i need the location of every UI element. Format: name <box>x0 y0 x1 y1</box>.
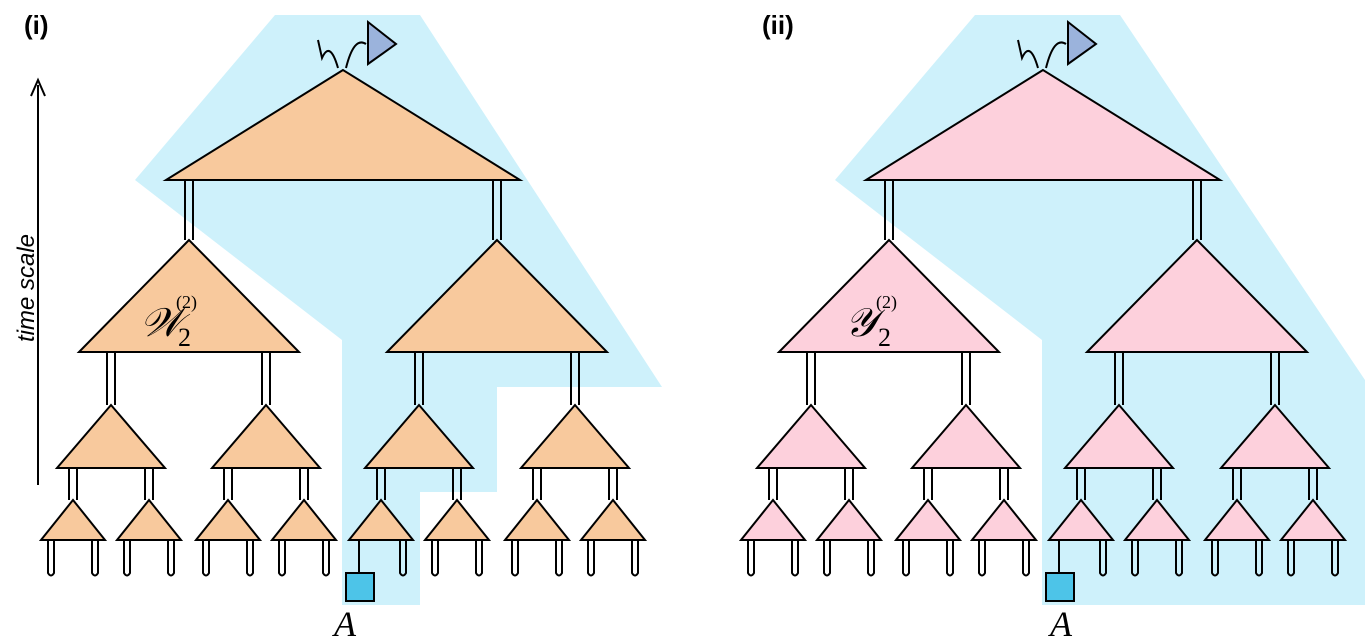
time-scale-axis: time scale <box>13 77 46 485</box>
level-2-triangle-left <box>76 238 302 353</box>
panel-i-label: (i) <box>24 10 49 40</box>
top-left-output-leg <box>1017 39 1039 69</box>
level-0-triangle-1 <box>114 498 184 541</box>
level-0-triangle-3 <box>269 498 339 541</box>
panel-i-operator-label: A <box>332 604 357 641</box>
panel-ii-tree <box>738 19 1348 577</box>
open-leg-4-b <box>1099 540 1107 577</box>
level-3-triangle <box>862 68 1224 181</box>
open-leg-1-b <box>867 540 875 577</box>
level-0-triangle-4 <box>346 498 416 541</box>
panel-i-operator-a <box>345 572 375 602</box>
level-1-triangle-3 <box>1218 403 1332 469</box>
top-output-triangle <box>1067 19 1098 66</box>
open-leg-1-a <box>123 540 131 577</box>
level-3-triangle <box>162 68 524 181</box>
level-2-triangle-left <box>776 238 1002 353</box>
level-1-triangle-1 <box>209 403 323 469</box>
panel-ii-tensor-label: 𝒴 2 (2) <box>845 292 897 352</box>
open-leg-2-a <box>902 540 910 577</box>
open-leg-7-b <box>631 540 639 577</box>
top-output-triangle <box>367 19 398 66</box>
panel-ii: (ii) 𝒴 2 (2) A <box>738 10 1365 641</box>
open-leg-7-a <box>1287 540 1295 577</box>
open-leg-7-a <box>587 540 595 577</box>
open-leg-5-a <box>431 540 439 577</box>
level-1-triangle-3 <box>518 403 632 469</box>
open-leg-2-a <box>202 540 210 577</box>
panel-i-tensor-label: 𝒲 2 (2) <box>140 292 197 352</box>
open-leg-1-b <box>167 540 175 577</box>
open-leg-0-a <box>747 540 755 577</box>
open-leg-4-b <box>399 540 407 577</box>
open-leg-3-b <box>322 540 330 577</box>
level-1-triangle-0 <box>54 403 168 469</box>
level-1-triangle-0 <box>754 403 868 469</box>
open-leg-3-b <box>1022 540 1030 577</box>
open-leg-3-a <box>978 540 986 577</box>
level-2-triangle-right <box>384 238 610 353</box>
open-leg-5-a <box>1131 540 1139 577</box>
level-0-triangle-0 <box>38 498 108 541</box>
top-left-output-leg <box>317 39 339 69</box>
panel-ii-tensor-superscript: (2) <box>876 292 897 313</box>
open-leg-1-a <box>823 540 831 577</box>
open-leg-5-b <box>1175 540 1183 577</box>
level-0-triangle-2 <box>893 498 963 541</box>
level-0-triangle-3 <box>969 498 1039 541</box>
top-right-output-leg <box>345 41 367 69</box>
level-0-triangle-7 <box>1278 498 1348 541</box>
time-scale-label: time scale <box>13 234 40 342</box>
level-0-triangle-5 <box>1122 498 1192 541</box>
level-0-triangle-2 <box>193 498 263 541</box>
level-0-triangle-7 <box>578 498 648 541</box>
panel-i-tree <box>38 19 648 577</box>
panel-i-tensor-superscript: (2) <box>176 292 197 313</box>
open-leg-0-b <box>91 540 99 577</box>
open-leg-3-a <box>278 540 286 577</box>
level-0-triangle-6 <box>1202 498 1272 541</box>
open-leg-7-b <box>1331 540 1339 577</box>
open-leg-0-a <box>47 540 55 577</box>
panel-i: (i) 𝒲 2 (2) A <box>24 10 662 641</box>
level-0-triangle-1 <box>814 498 884 541</box>
top-right-output-leg <box>1045 41 1067 69</box>
open-leg-6-b <box>555 540 563 577</box>
level-0-triangle-0 <box>738 498 808 541</box>
open-leg-0-b <box>791 540 799 577</box>
panel-ii-tensor-subscript: 2 <box>878 323 891 352</box>
panel-i-tensor-subscript: 2 <box>178 323 191 352</box>
open-leg-6-b <box>1255 540 1263 577</box>
open-leg-2-b <box>946 540 954 577</box>
open-leg-2-b <box>246 540 254 577</box>
level-0-triangle-5 <box>422 498 492 541</box>
open-leg-5-b <box>475 540 483 577</box>
level-1-triangle-2 <box>1062 403 1176 469</box>
level-2-triangle-right <box>1084 238 1310 353</box>
level-0-triangle-6 <box>502 498 572 541</box>
panel-ii-label: (ii) <box>762 10 794 40</box>
open-leg-6-a <box>511 540 519 577</box>
panel-ii-operator-label: A <box>1048 604 1073 641</box>
level-1-triangle-1 <box>909 403 1023 469</box>
open-leg-6-a <box>1211 540 1219 577</box>
level-1-triangle-2 <box>362 403 476 469</box>
panel-ii-operator-a <box>1045 572 1075 602</box>
level-0-triangle-4 <box>1046 498 1116 541</box>
